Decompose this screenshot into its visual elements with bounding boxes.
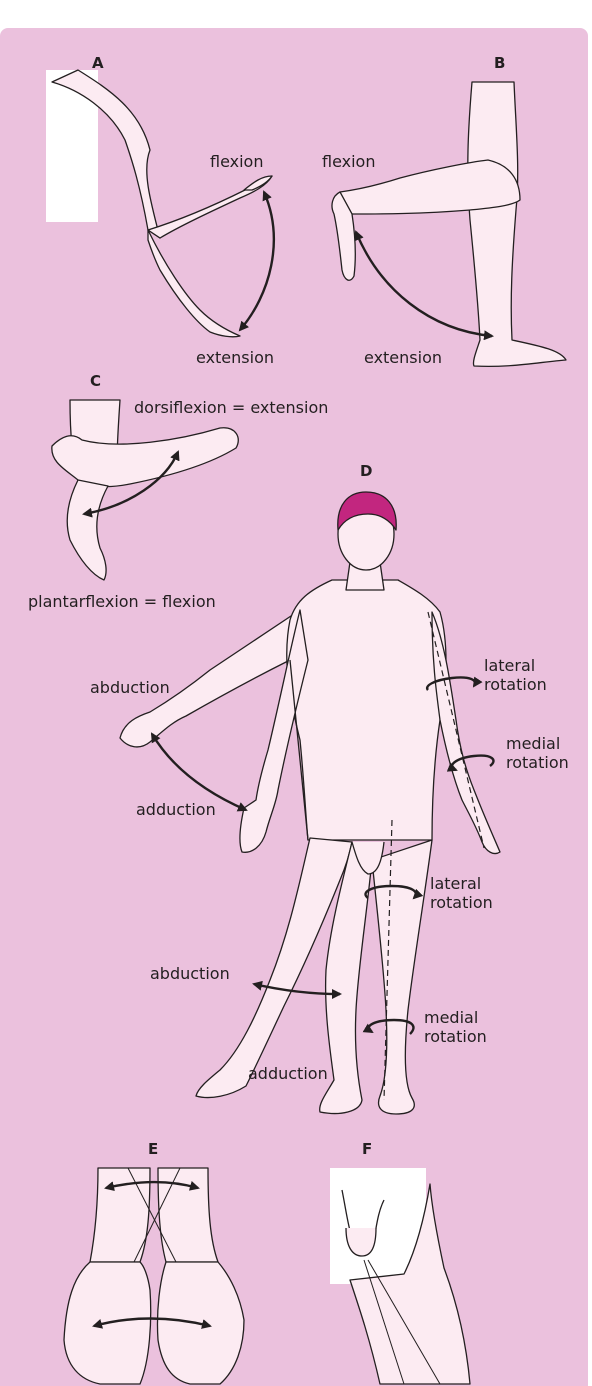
groin-d: [351, 841, 385, 875]
leg-abduction-label: abduction: [150, 964, 230, 983]
panel-f-letter: F: [362, 1140, 373, 1158]
leg-lateral-rotation-line1: lateral: [430, 874, 482, 893]
panel-b-extension-label: extension: [364, 348, 442, 367]
panel-c-dorsiflexion-label: dorsiflexion = extension: [134, 398, 329, 417]
panel-b-flexion-label: flexion: [322, 152, 376, 171]
panel-a-flexion-label: flexion: [210, 152, 264, 171]
leg-lateral-rotation-label: lateral rotation: [430, 874, 493, 912]
torso-left-edge: [289, 659, 309, 841]
arm-adduction-label: adduction: [136, 800, 216, 819]
arm-medial-rotation-label: medial rotation: [506, 734, 569, 772]
torso-d: [286, 579, 447, 841]
arrow-d-arm-medial: [446, 754, 495, 772]
arrow-b: [354, 230, 494, 341]
arm-lateral-rotation-line2: rotation: [484, 675, 547, 694]
panel-a-letter: A: [92, 54, 104, 72]
cross-line-f-2: [367, 1259, 441, 1385]
hair-d: [337, 491, 397, 531]
cross-line-f-1: [363, 1259, 405, 1385]
arm-medial-rotation-line1: medial: [506, 734, 561, 753]
panel-d-body: [119, 491, 501, 1115]
arm-lateral-rotation-label: lateral rotation: [484, 656, 547, 694]
bent-leg-thigh-b: [339, 159, 521, 215]
panel-a-elbow: [46, 69, 273, 338]
panel-c-plantarflexion-label: plantarflexion = flexion: [28, 592, 216, 611]
panel-b-letter: B: [494, 54, 506, 72]
pubic-pouch-f: [345, 1227, 377, 1257]
arm-medial-rotation-line2: rotation: [506, 753, 569, 772]
arm-lateral-rotation-line1: lateral: [484, 656, 536, 675]
arrow-c: [82, 450, 180, 518]
panel-f-hip: [341, 1183, 471, 1385]
arrow-d-leg-ab-add: [252, 980, 342, 999]
hand-flexed-a: [243, 175, 273, 191]
standing-leg-b: [467, 81, 567, 368]
arrow-d-leg-medial: [362, 1018, 415, 1035]
panel-b-knee: [331, 81, 567, 368]
panel-d-letter: D: [360, 462, 373, 480]
arm-abduction-label: abduction: [90, 678, 170, 697]
foot-plantarflexed-c: [66, 479, 109, 581]
arrow-d-arm-ab-add: [150, 732, 248, 812]
leg-adduction-label: adduction: [248, 1064, 328, 1083]
hanging-arm-right-d: [431, 611, 501, 855]
leg-medial-rotation-label: medial rotation: [424, 1008, 487, 1046]
leg-middle-d: [319, 841, 373, 1115]
arrow-a: [238, 190, 275, 332]
panel-c-letter: C: [90, 372, 102, 390]
panel-a-extension-label: extension: [196, 348, 274, 367]
rotation-axis-arm: [427, 611, 485, 849]
arrow-d-leg-lateral: [364, 884, 424, 900]
arrow-e-top: [104, 1180, 200, 1192]
arrow-d-arm-lateral: [425, 676, 483, 691]
leg-lateral-rotation-line2: rotation: [430, 893, 493, 912]
thigh-f: [349, 1183, 471, 1385]
abducted-arm-d: [119, 609, 307, 748]
panel-e-letter: E: [148, 1140, 159, 1158]
arrow-e-bottom: [92, 1317, 212, 1329]
leg-left-d: [195, 837, 353, 1099]
rotation-axis-leg: [383, 819, 393, 1101]
panel-e-forearms: [63, 1167, 245, 1385]
leg-medial-rotation-line2: rotation: [424, 1027, 487, 1046]
forearm-extended-a: [147, 229, 241, 338]
leg-medial-rotation-line1: medial: [424, 1008, 479, 1027]
leg-right-d: [371, 839, 433, 1115]
